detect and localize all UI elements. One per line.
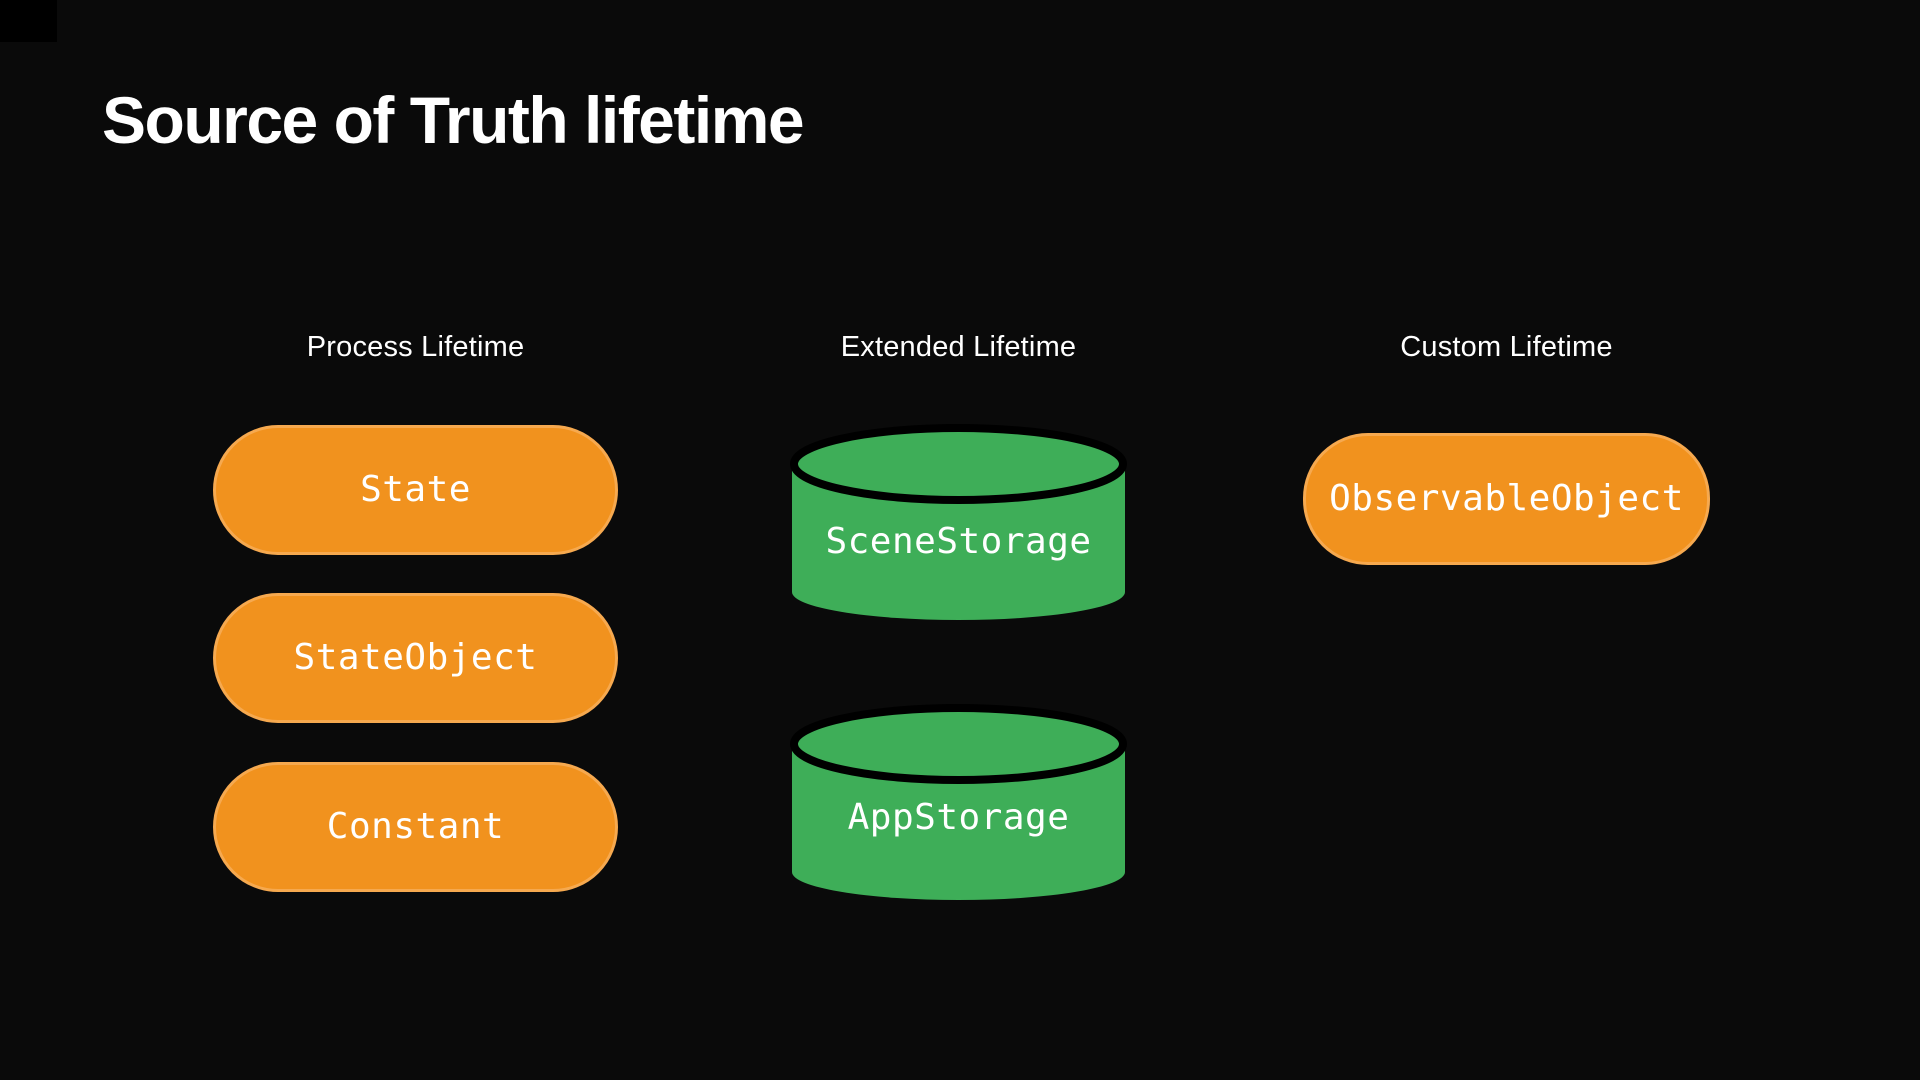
cylinder-lid xyxy=(790,704,1127,784)
pill-constant: Constant xyxy=(213,762,618,892)
column-header-custom-lifetime: Custom Lifetime xyxy=(1400,331,1613,363)
column-header-extended-lifetime: Extended Lifetime xyxy=(840,331,1077,363)
pill-observableobject: ObservableObject xyxy=(1303,433,1710,565)
database-cylinder-scenestorage: SceneStorage xyxy=(790,424,1127,620)
corner-patch xyxy=(0,0,57,42)
cylinder-label: AppStorage xyxy=(848,797,1070,838)
cylinder-body xyxy=(792,464,1125,620)
cylinder-label: SceneStorage xyxy=(825,521,1091,562)
cylinder-lid xyxy=(790,424,1127,504)
database-cylinder-appstorage: AppStorage xyxy=(790,704,1127,900)
cylinder-body xyxy=(792,744,1125,900)
pill-stateobject: StateObject xyxy=(213,593,618,723)
column-header-process-lifetime: Process Lifetime xyxy=(306,331,525,363)
page-title: Source of Truth lifetime xyxy=(102,83,805,158)
pill-state: State xyxy=(213,425,618,555)
